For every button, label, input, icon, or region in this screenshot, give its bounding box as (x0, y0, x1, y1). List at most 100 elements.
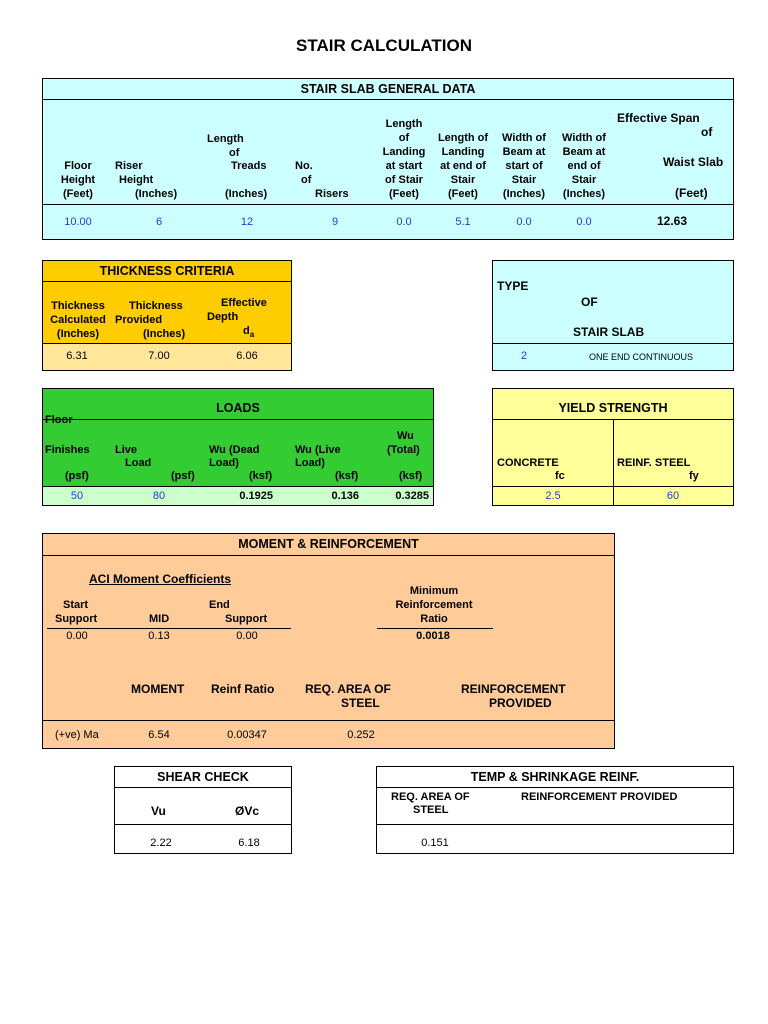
moment-value: 6.54 (148, 729, 170, 741)
temp-req-area-label: REQ. AREA OF (391, 791, 470, 803)
phi-vc-value: 6.18 (238, 837, 260, 849)
tread-length-label-2: Treads (231, 160, 267, 172)
wu-total-value: 0.3285 (395, 490, 429, 502)
positive-moment-label: (+ve) Ma (55, 729, 99, 741)
floor-finishes-unit: (psf) (65, 470, 89, 482)
req-area-value: 0.252 (347, 729, 375, 741)
reinf-steel-label: REINF. STEEL (617, 457, 691, 469)
risers-label: No.of (295, 160, 313, 186)
vu-label: Vu (151, 804, 166, 818)
live-load-label: Live (115, 444, 138, 456)
effective-span-value: 12.63 (657, 214, 688, 228)
loads-header: LOADS (43, 389, 433, 420)
temp-reinforcement-label: REINFORCEMENT PROVIDED (521, 791, 678, 803)
effective-depth-value: 6.06 (236, 350, 258, 362)
floor-finishes-value: 50 (70, 490, 84, 502)
concrete-label: CONCRETE (497, 457, 559, 469)
type-label: TYPE (497, 279, 529, 293)
fc-label: fc (555, 470, 565, 482)
aci-coefficients-label: ACI Moment Coefficients (89, 572, 232, 586)
wu-dead-label-2: Load) (209, 457, 239, 469)
reinforcement-label: REINFORCEMENT (461, 682, 566, 696)
floor-height-value: 10.00 (64, 216, 92, 228)
wu-dead-value: 0.1925 (239, 490, 273, 502)
vu-value: 2.22 (150, 837, 172, 849)
mid-label: MID (149, 613, 170, 625)
min-reinforcement-value: 0.0018 (416, 630, 450, 642)
req-area-steel-label: STEEL (341, 696, 380, 710)
wu-live-value: 0.136 (331, 490, 359, 502)
riser-height-value: 6 (155, 216, 163, 228)
fy-label: fy (689, 470, 699, 482)
risers-value: 9 (331, 216, 339, 228)
landing-start-value: 0.0 (396, 216, 412, 228)
wu-live-unit: (ksf) (335, 470, 359, 482)
effective-depth-label: Effective (221, 297, 267, 309)
beam-end-value: 0.0 (576, 216, 592, 228)
risers-label-2: Risers (315, 188, 349, 200)
wu-live-label-2: Load) (295, 457, 325, 469)
start-coef-value: 0.00 (66, 630, 88, 642)
wu-total-unit: (ksf) (399, 470, 423, 482)
provided-label: PROVIDED (489, 696, 552, 710)
shear-check-panel: SHEAR CHECK Vu ØVc 2.22 6.18 (114, 766, 292, 854)
landing-end-value: 5.1 (455, 216, 471, 228)
wu-total-label: Wu (397, 430, 414, 442)
reinf-ratio-value: 0.00347 (227, 729, 267, 741)
type-of-label: OF (581, 295, 598, 309)
moment-panel: MOMENT & REINFORCEMENT ACI Moment Coeffi… (42, 533, 615, 749)
tread-length-value: 12 (240, 216, 254, 228)
stair-type-value: 2 (521, 350, 528, 362)
waist-slab-unit: (Feet) (675, 186, 708, 200)
temp-steel-label: STEEL (413, 804, 449, 816)
end-coef-value: 0.00 (236, 630, 258, 642)
fy-value: 60 (666, 490, 680, 502)
waist-slab-label: Waist Slab (663, 155, 724, 169)
thickness-calculated-value: 6.31 (66, 350, 88, 362)
temp-req-area-value: 0.151 (421, 837, 449, 849)
stair-slab-label: STAIR SLAB (573, 325, 645, 339)
yield-strength-header: YIELD STRENGTH (493, 389, 733, 420)
riser-height-unit: (Inches) (135, 188, 178, 200)
loads-panel: LOADS Floor Finishes (psf) Live Load (ps… (42, 388, 434, 506)
req-area-label: REQ. AREA OF (305, 682, 391, 696)
general-data-header: STAIR SLAB GENERAL DATA (43, 79, 733, 100)
live-load-value: 80 (152, 490, 166, 502)
effective-depth-symbol: da (243, 325, 255, 340)
wu-dead-label: Wu (Dead (209, 444, 260, 456)
phi-vc-label: ØVc (235, 804, 260, 818)
reinf-ratio-label: Reinf Ratio (211, 682, 275, 696)
live-load-label-2: Load (125, 457, 152, 469)
mid-coef-value: 0.13 (148, 630, 170, 642)
effective-span-label: Effective Span (617, 111, 700, 125)
shear-check-header: SHEAR CHECK (115, 767, 291, 788)
thickness-header: THICKNESS CRITERIA (43, 261, 291, 282)
thickness-provided-unit: (Inches) (143, 328, 186, 340)
stair-type-panel: TYPE OF STAIR SLAB 2 ONE END CONTINUOUS (492, 260, 734, 371)
yield-strength-panel: YIELD STRENGTH CONCRETE fc REINF. STEEL … (492, 388, 734, 506)
stair-type-description: ONE END CONTINUOUS (589, 352, 694, 362)
floor-finishes-label: Floor (45, 414, 73, 426)
temp-shrinkage-panel: TEMP & SHRINKAGE REINF. REQ. AREA OF STE… (376, 766, 734, 854)
page-title: STAIR CALCULATION (296, 36, 472, 55)
floor-finishes-label-2: Finishes (45, 444, 90, 456)
temp-shrinkage-header: TEMP & SHRINKAGE REINF. (377, 767, 733, 788)
moment-header: MOMENT & REINFORCEMENT (43, 534, 614, 556)
effective-depth-label-2: Depth (207, 311, 239, 323)
wu-total-label-2: (Total) (387, 444, 420, 456)
fc-value: 2.5 (545, 490, 561, 502)
thickness-provided-value: 7.00 (148, 350, 170, 362)
wu-live-label: Wu (Live (295, 444, 341, 456)
